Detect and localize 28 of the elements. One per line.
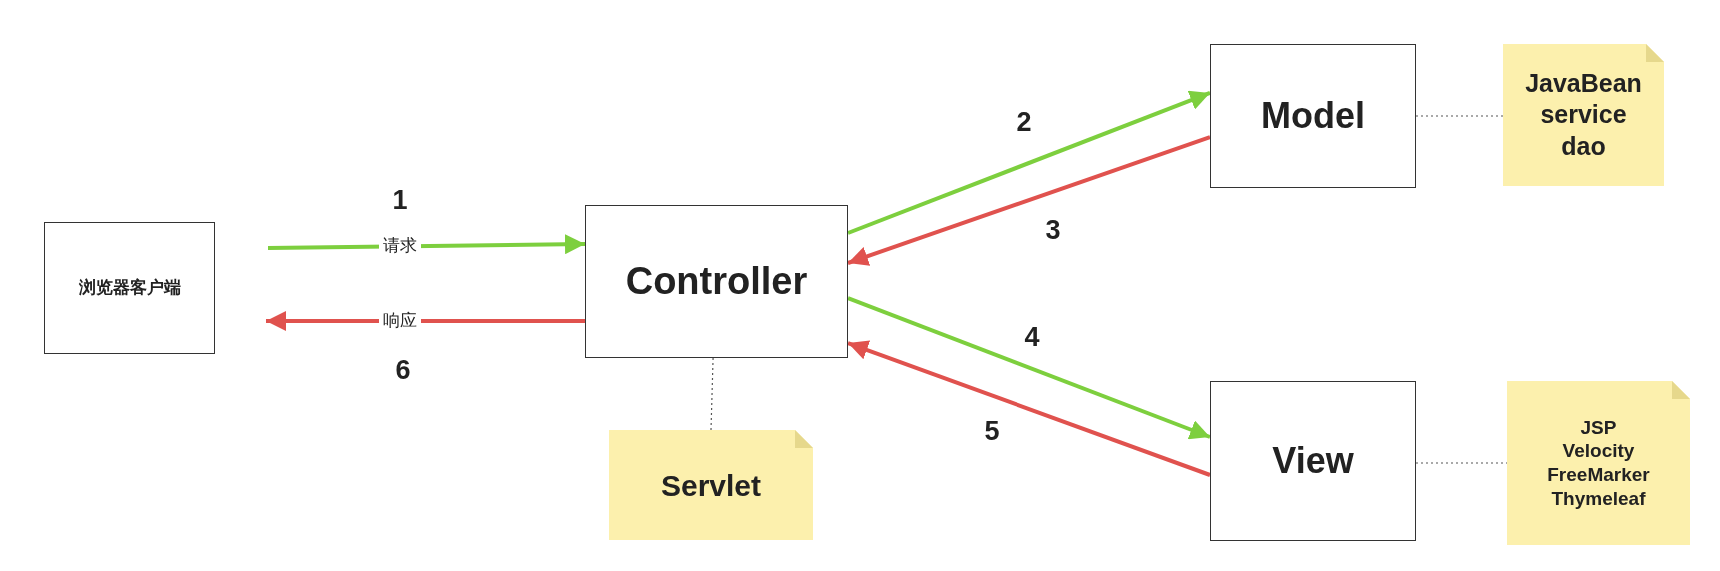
node-label: View: [1272, 439, 1354, 483]
step-number: 1: [392, 183, 408, 217]
process-box: [1210, 381, 1416, 541]
step-number: 6: [395, 353, 411, 387]
process-box: [44, 222, 215, 354]
arrow: [847, 90, 1211, 235]
note-text: JavaBean service dao: [1525, 68, 1642, 162]
note-text: JSP Velocity FreeMarker Thymeleaf: [1547, 415, 1650, 511]
edge-label: 2: [1016, 105, 1032, 139]
process-box: [585, 205, 848, 358]
edge-label: 4: [1024, 320, 1040, 354]
note-text: Servlet: [660, 467, 762, 504]
leader-line: [710, 357, 714, 431]
node-label: Model: [1261, 94, 1365, 138]
arrow: [847, 296, 1211, 440]
arrow: [847, 340, 1211, 477]
arrow: [266, 311, 585, 331]
edge-label: 5: [984, 414, 1000, 448]
node-label: 浏览器客户端: [78, 277, 181, 300]
sticky-note: [1507, 381, 1690, 545]
node-label: Controller: [625, 259, 808, 304]
leader-line: [1415, 115, 1504, 117]
process-box: [1210, 44, 1416, 188]
sticky-note: [1503, 44, 1664, 186]
sticky-note: [609, 430, 813, 540]
arrow: [267, 234, 586, 255]
edge-label: 3: [1045, 213, 1061, 247]
arrow: [847, 135, 1211, 266]
